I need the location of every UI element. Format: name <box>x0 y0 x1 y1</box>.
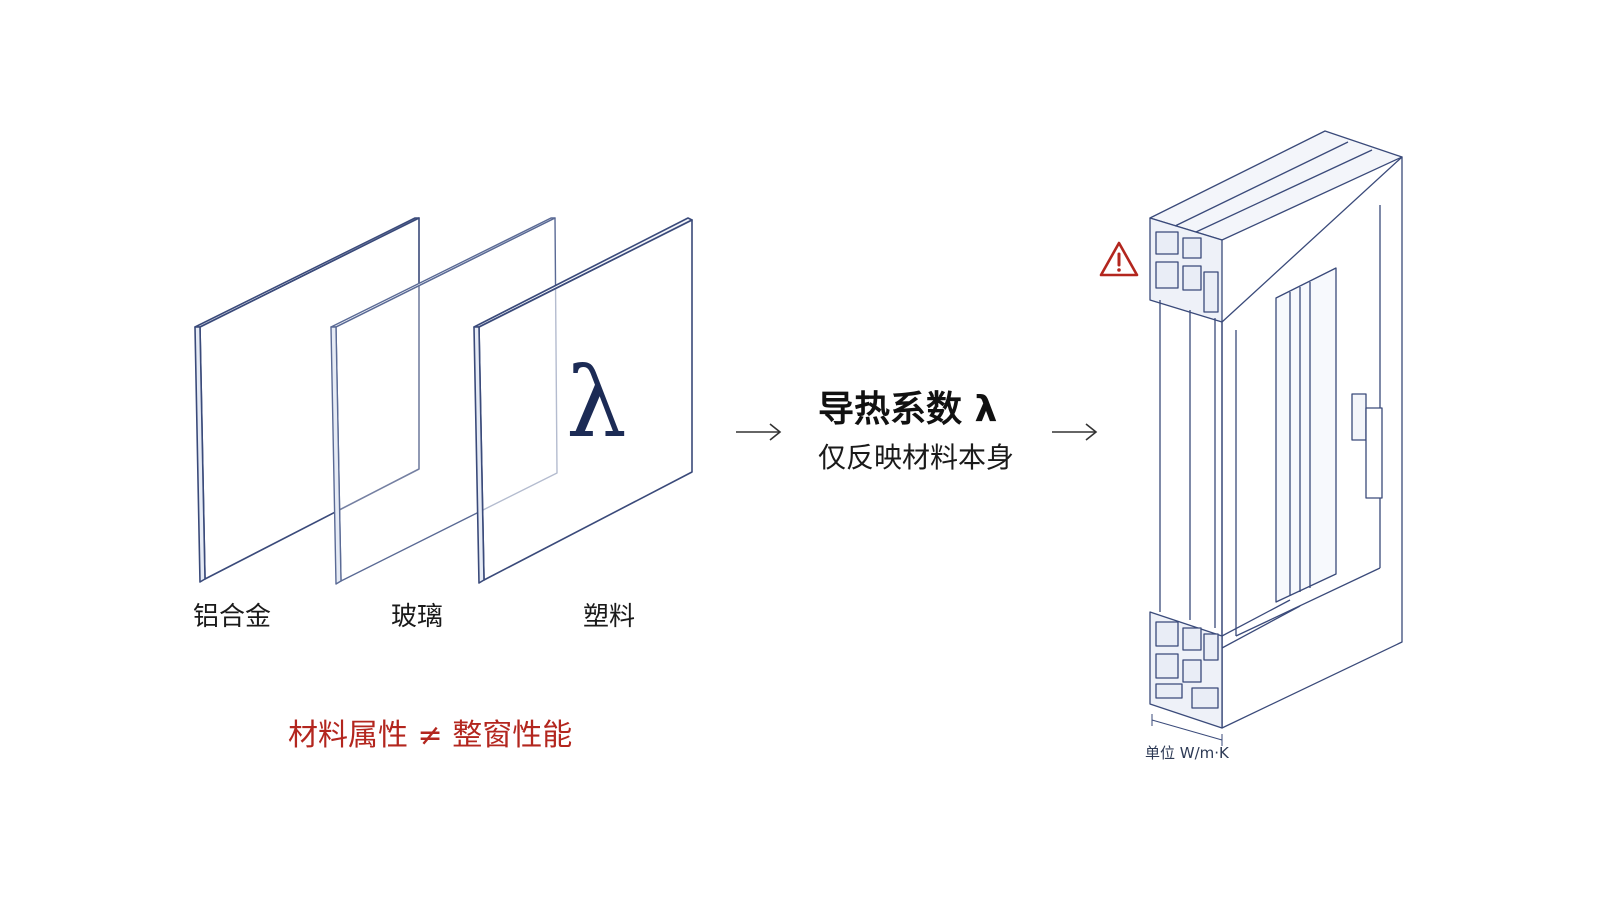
arrow-right-icon <box>736 423 782 441</box>
concept-subtitle: 仅反映材料本身 <box>818 441 1015 474</box>
unit-label: 单位 W/m·K <box>1145 744 1229 762</box>
plastic-panel <box>473 217 693 584</box>
concept-title: 导热系数 λ <box>818 389 998 430</box>
material-label-aluminum: 铝合金 <box>192 602 272 632</box>
lambda-symbol: λ <box>566 347 627 459</box>
material-label-plastic: 塑料 <box>582 602 636 632</box>
warning-statement: 材料属性 ≠ 整窗性能 <box>288 718 573 753</box>
aluminum-panel <box>194 217 420 583</box>
warning-triangle-icon <box>1099 241 1139 277</box>
window-section-illustration <box>1149 130 1403 746</box>
arrow-right-icon <box>1052 423 1098 441</box>
material-label-glass: 玻璃 <box>390 602 444 632</box>
